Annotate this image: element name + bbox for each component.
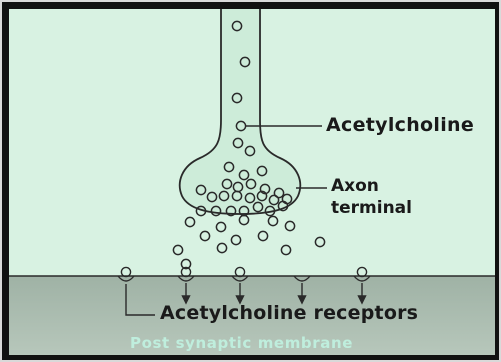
acetylcholine-label: Acetylcholine	[326, 116, 474, 135]
membrane-label: Post synaptic membrane	[130, 336, 353, 351]
axon-terminal-label-line2: terminal	[331, 200, 412, 217]
axon-terminal-label-line1: Axon	[331, 178, 379, 195]
receptors-label: Acetylcholine receptors	[160, 304, 418, 323]
